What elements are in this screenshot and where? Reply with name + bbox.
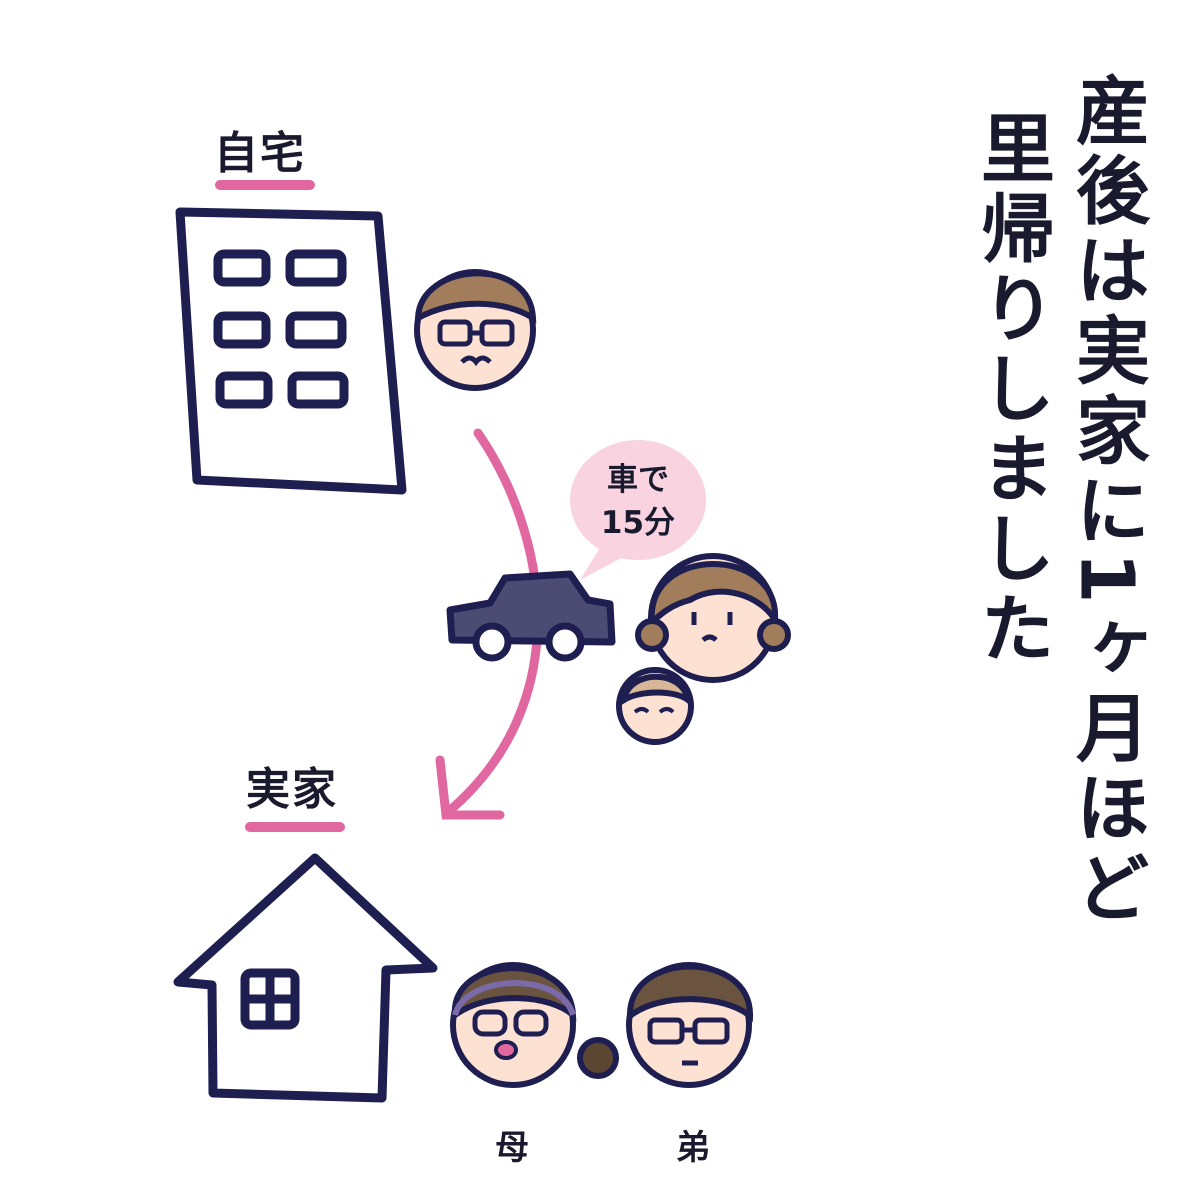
mother-label: 母 (495, 1128, 529, 1168)
wife-face-icon (635, 553, 791, 683)
home-label: 自宅 (214, 128, 306, 179)
father-face-icon (414, 269, 537, 391)
baby-face-icon (616, 667, 694, 745)
car-icon (446, 570, 616, 662)
headline-line-1: 産後は実家に1ヶ月ほど (1063, 72, 1150, 930)
parents-home-label: 実家 (246, 764, 338, 815)
parents-label-underline (245, 822, 345, 832)
house-icon (173, 853, 438, 1103)
headline-line-2: 里帰りしました (968, 110, 1055, 670)
apartment-building-icon (175, 207, 407, 495)
home-label-underline (215, 180, 315, 190)
mother-face-icon (450, 962, 619, 1088)
bubble-line-2: 15分 (600, 505, 676, 541)
brother-label: 弟 (676, 1128, 710, 1168)
speech-bubble (570, 440, 706, 580)
bubble-line-1: 車で (607, 462, 669, 498)
brother-face-icon (626, 962, 754, 1088)
